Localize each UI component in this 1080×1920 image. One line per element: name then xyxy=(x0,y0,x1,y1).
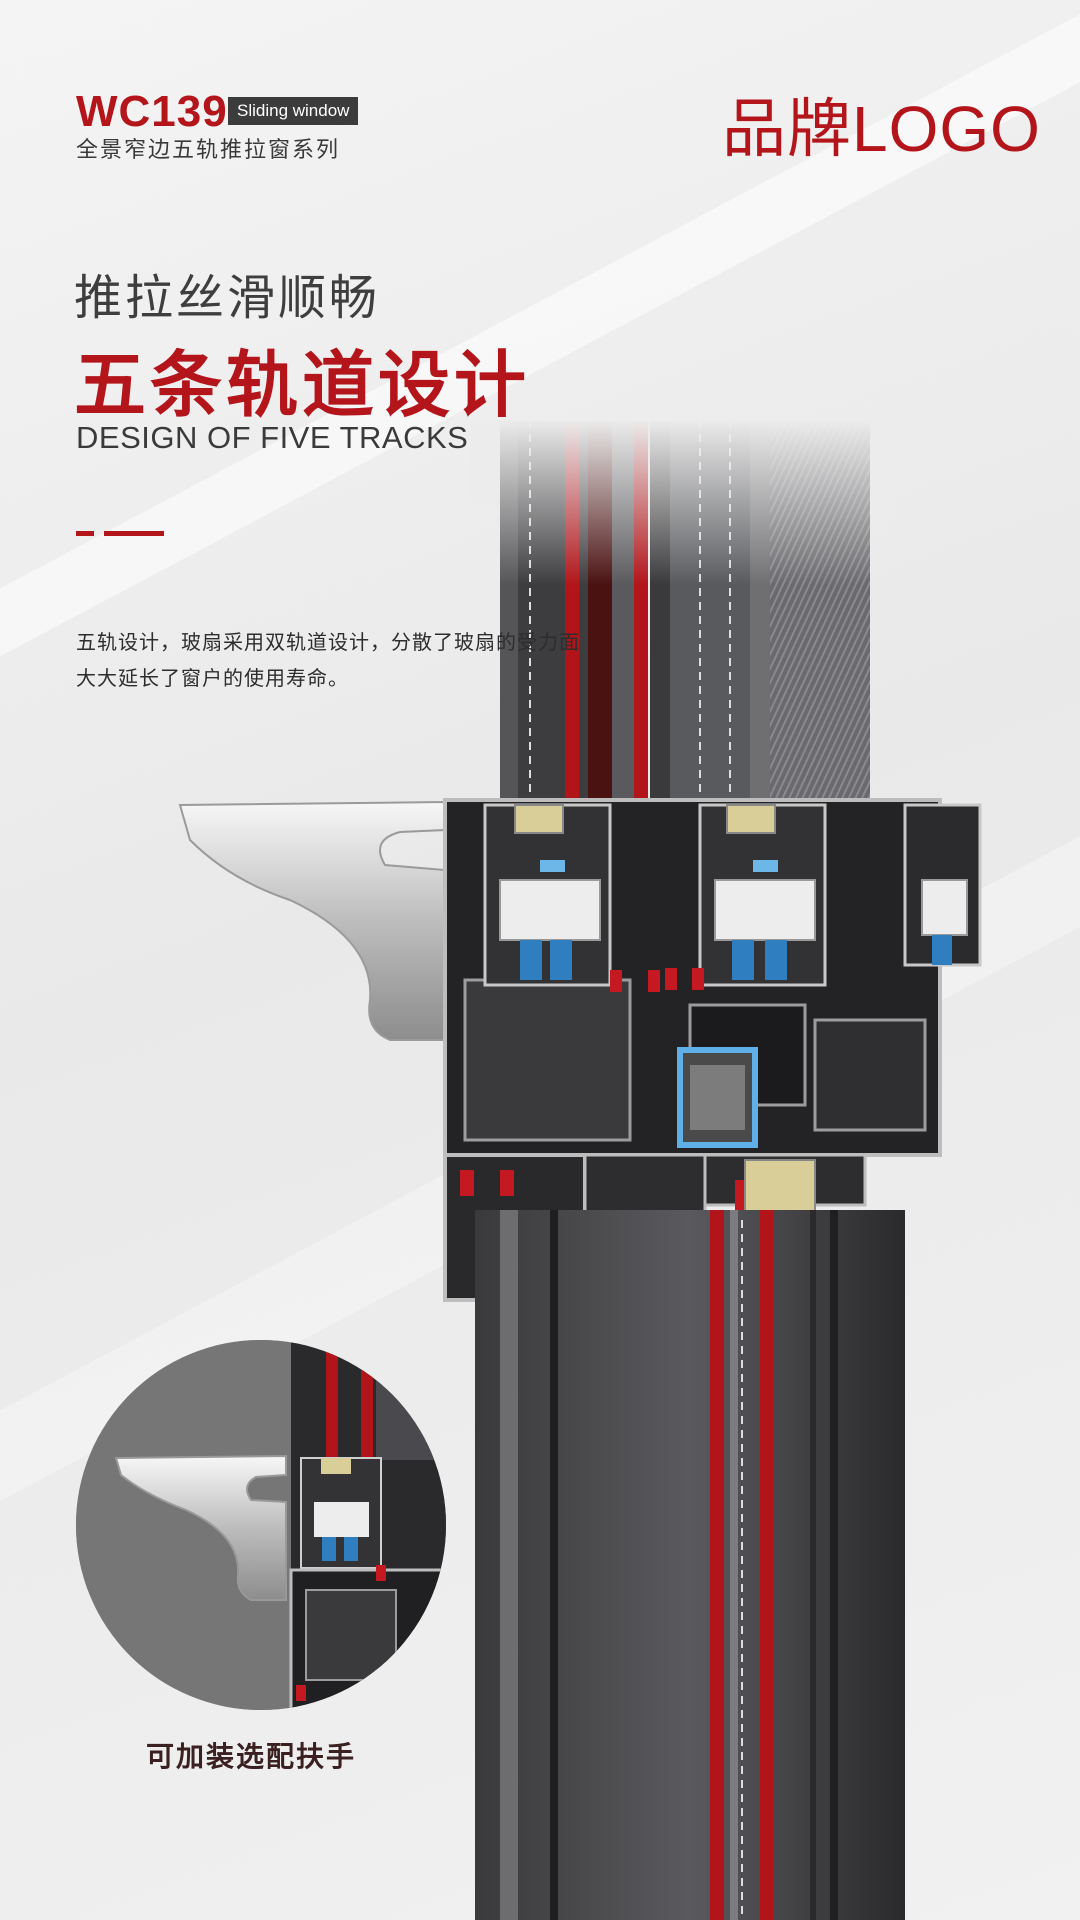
inset-armrest-illustration xyxy=(76,1340,446,1710)
lower-vertical-members xyxy=(475,1210,905,1920)
description-line-1: 五轨设计，玻扇采用双轨道设计，分散了玻扇的受力面 xyxy=(76,632,580,654)
brand-logo: 品牌LOGO xyxy=(722,93,1041,165)
headline: 推拉丝滑顺畅 xyxy=(74,272,381,325)
model-number: WC139 xyxy=(76,87,228,136)
model-tag: Sliding window xyxy=(228,97,359,125)
armrest-profile xyxy=(178,800,446,1041)
accent-line-short xyxy=(76,531,94,536)
feature-subtitle-en: DESIGN OF FIVE TRACKS xyxy=(76,420,469,455)
accent-line-long xyxy=(104,531,164,536)
inset-armrest-detail xyxy=(76,1340,446,1710)
sash-right xyxy=(698,803,827,987)
feature-title: 五条轨道设计 xyxy=(74,346,531,426)
inset-caption: 可加装选配扶手 xyxy=(146,1741,357,1772)
screen-sash xyxy=(903,803,982,967)
series-name: 全景窄边五轨推拉窗系列 xyxy=(76,137,341,162)
sash-left xyxy=(483,803,612,987)
description-line-2: 大大延长了窗户的使用寿命。 xyxy=(76,668,349,690)
window-profile-cross-section xyxy=(178,420,982,1920)
